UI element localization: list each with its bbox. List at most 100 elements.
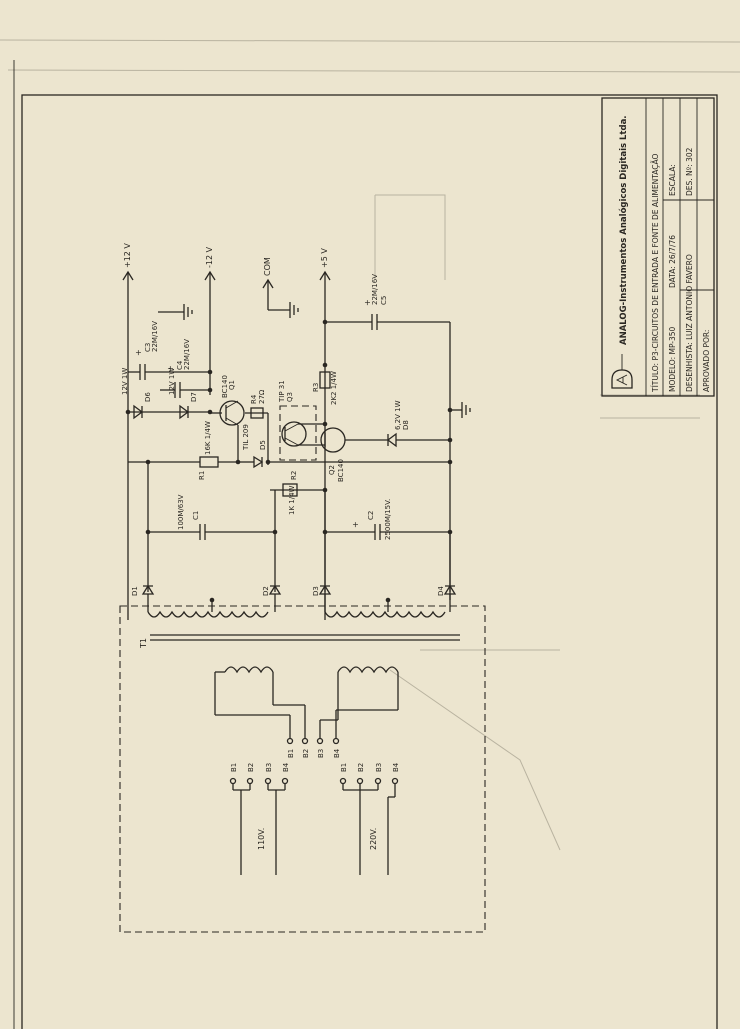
d5-ref: D5 [259, 440, 267, 450]
strap-110v [229, 777, 289, 875]
svg-text:B3: B3 [375, 763, 383, 772]
rail-com-label: COM [263, 257, 272, 276]
svg-text:+: + [166, 365, 175, 372]
c1-value: 100M/63V [177, 494, 185, 530]
c3-value: 22M/16V [151, 321, 159, 352]
r3-ref: R3 [312, 383, 320, 392]
q3-ref: Q3 [286, 392, 294, 402]
tap-terminals-main [286, 737, 340, 745]
svg-text:B4: B4 [282, 762, 290, 772]
model-field: MODELO: MP-350 [668, 326, 677, 392]
d5-led [253, 455, 264, 469]
c2-value: 2500M/15V. [384, 499, 392, 540]
d8-zener-diode [386, 432, 397, 448]
r4-ref: R4 [250, 394, 258, 404]
scale-field: ESCALA: [668, 164, 677, 196]
secondary-winding-1 [147, 610, 269, 618]
company-name: ANALOG-Instrumentos Analógicos Digitais … [618, 115, 629, 345]
r1-value: 16K 1/4W [204, 421, 212, 455]
date-field: DATA: 26/7/76 [668, 235, 677, 288]
paper-fold-line [0, 39, 740, 43]
svg-text:B1: B1 [340, 763, 348, 772]
svg-text:+: + [363, 299, 372, 306]
c5-ref: C5 [380, 296, 388, 305]
transformer-enclosure [119, 605, 486, 933]
svg-text:+: + [134, 349, 143, 356]
paper-fold-line [7, 69, 740, 73]
strap-220v [339, 777, 399, 875]
r2-resistor [282, 483, 298, 497]
ground-icon [289, 302, 299, 318]
primary-winding-2 [337, 666, 399, 674]
d6-ref: D6 [144, 392, 152, 402]
svg-text:B4: B4 [392, 762, 400, 772]
d7-ref: D7 [190, 392, 198, 402]
drawing-border [21, 94, 718, 1029]
r3-value: 2K2 1/4W [330, 371, 338, 405]
c4-ref: C4 [176, 360, 184, 370]
d6-zener-diode [133, 404, 144, 420]
tap-b1-label: B1 [287, 749, 295, 758]
junction-dots [125, 319, 453, 603]
q3-transistor [281, 421, 307, 447]
d8-value: 6,2V 1W [394, 400, 402, 430]
primary-winding-1 [224, 666, 274, 674]
drawing-title: TÍTULO: P3-CIRCUITOS DE ENTRADA E FONTE … [651, 154, 660, 393]
svg-text:B3: B3 [265, 763, 273, 772]
q1-value: BC140 [221, 375, 229, 398]
q1-ref: Q1 [228, 380, 236, 390]
c3-ref: C3 [144, 343, 152, 352]
q3-heatsink-outline [279, 405, 317, 461]
r1-resistor [199, 456, 219, 468]
c2-ref: C2 [367, 511, 375, 520]
rail-p5-label: +5 V [320, 248, 329, 268]
d6-value: 12V 1W [121, 368, 129, 395]
arrow-up-icon [262, 278, 274, 289]
svg-text:B2: B2 [247, 763, 255, 772]
tap-b4-label: B4 [333, 748, 341, 758]
r1-ref: R1 [198, 471, 206, 480]
mains-220v-label: 220V. [369, 828, 378, 850]
q2-value: BC140 [337, 459, 345, 482]
ground-icon [461, 402, 471, 418]
r3-resistor [319, 371, 331, 389]
c5-value: 22M/16V [371, 274, 379, 305]
r2-ref: R2 [290, 471, 298, 480]
d7-value: 12V 1W [168, 368, 176, 395]
q3-value: TIP 31 [278, 380, 286, 403]
tap-b2-label: B2 [302, 749, 310, 758]
q2-ref: Q2 [328, 465, 336, 475]
r4-value: 27Ω [258, 389, 266, 404]
arrow-up-icon [122, 270, 134, 281]
d3-ref: D3 [312, 586, 320, 596]
analog-logo-icon [611, 354, 633, 389]
arrow-up-icon [319, 270, 331, 281]
bleed-through-marks [374, 194, 700, 851]
svg-text:+: + [351, 521, 360, 528]
d7-zener-diode [179, 404, 190, 420]
rail-p12-label: +12 V [123, 243, 132, 268]
c4-value: 22M/16V [183, 339, 191, 370]
ground-icon [183, 304, 193, 320]
arrow-up-icon [204, 270, 216, 281]
r2-value: 1K 1/4W [288, 485, 296, 515]
tap-b3-label: B3 [317, 749, 325, 758]
t1-ref: T1 [139, 638, 148, 649]
drawing-number-field: DES. Nº: 302 [685, 147, 694, 196]
mains-110v-label: 110V. [257, 828, 266, 850]
d2-ref: D2 [262, 586, 270, 596]
d5-value: TIL 209 [242, 424, 250, 451]
d8-ref: D8 [402, 420, 410, 430]
d1-ref: D1 [131, 586, 139, 596]
r4-resistor [250, 407, 264, 419]
approved-by-field: APROVADO POR: [702, 330, 711, 392]
svg-text:B1: B1 [230, 763, 238, 772]
d4-ref: D4 [437, 586, 445, 596]
title-block: ANALOG-Instrumentos Analógicos Digitais … [601, 97, 715, 397]
designer-field: DESENHISTA: LUIZ ANTONIO FAVERO [685, 254, 694, 392]
rail-m12-label: -12 V [205, 246, 214, 268]
svg-text:B2: B2 [357, 763, 365, 772]
secondary-winding-2 [324, 610, 446, 618]
